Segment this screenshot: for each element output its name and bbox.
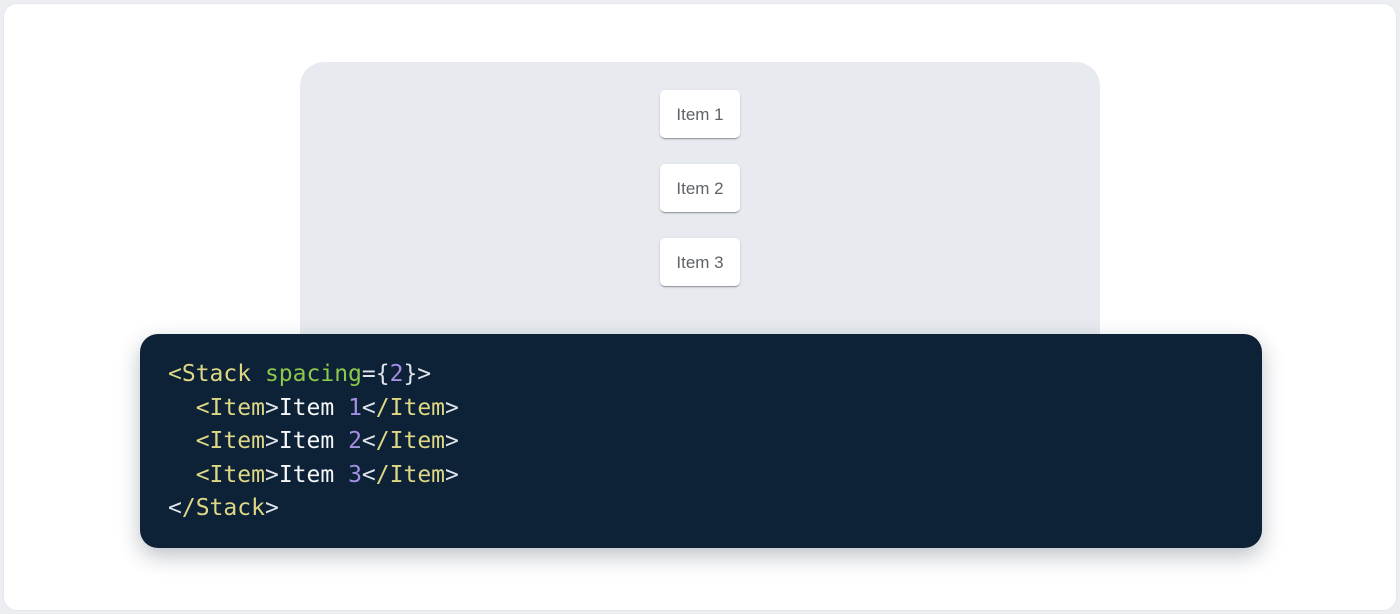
code-token-plain: Item	[278, 428, 349, 455]
code-token-tag: <Item	[195, 394, 265, 421]
item-card-label: Item 2	[676, 178, 724, 198]
code-token-punc: <	[361, 461, 376, 488]
code-token-plain	[168, 462, 196, 488]
code-token-plain: Item	[278, 461, 349, 488]
code-token-plain: Item	[278, 394, 349, 421]
code-token-punc: <	[361, 394, 376, 421]
code-block: <Stack spacing={2}> <Item>Item 1</Item> …	[140, 334, 1262, 548]
code-token-tag: /Item	[375, 394, 446, 421]
item-card-label: Item 3	[676, 252, 724, 272]
item-card: Item 3	[660, 238, 740, 286]
code-token-num: 2	[348, 428, 362, 455]
code-token-punc: >	[264, 428, 279, 455]
code-token-punc: >	[264, 394, 279, 421]
item-card: Item 2	[660, 164, 740, 212]
code-line: <Stack spacing={2}>	[168, 358, 1234, 392]
code-token-tag: <Item	[195, 428, 265, 455]
item-card: Item 1	[660, 90, 740, 138]
code-token-tag: /Stack	[181, 495, 265, 522]
code-token-tag: <Item	[195, 461, 265, 488]
code-token-punc: >	[264, 461, 279, 488]
code-line: <Item>Item 3</Item>	[168, 459, 1234, 493]
code-line: <Item>Item 2</Item>	[168, 425, 1234, 459]
code-token-punc: ={	[361, 361, 390, 387]
code-token-punc: >	[445, 428, 459, 455]
code-token-punc: <	[168, 495, 182, 522]
code-token-attr: spacing	[264, 361, 362, 387]
code-token-punc: <	[361, 428, 376, 455]
code-token-punc: >	[445, 394, 459, 421]
code-token-num: 2	[389, 361, 404, 387]
code-line: <Item>Item 1</Item>	[168, 392, 1234, 426]
code-token-plain	[168, 428, 196, 454]
code-token-tag: /Item	[375, 461, 446, 488]
code-token-tag: <Stack	[168, 361, 252, 387]
code-line: </Stack>	[168, 492, 1234, 526]
item-card-label: Item 1	[676, 104, 724, 124]
code-token-punc: }>	[403, 361, 432, 387]
code-token-punc: >	[445, 461, 459, 488]
code-token-num: 3	[348, 461, 362, 488]
code-token-punc: >	[264, 495, 279, 522]
code-content: <Stack spacing={2}> <Item>Item 1</Item> …	[168, 358, 1234, 526]
code-token-plain	[168, 395, 196, 421]
code-token-tag: /Item	[375, 428, 446, 455]
code-token-plain	[251, 361, 265, 387]
code-token-num: 1	[348, 394, 362, 421]
